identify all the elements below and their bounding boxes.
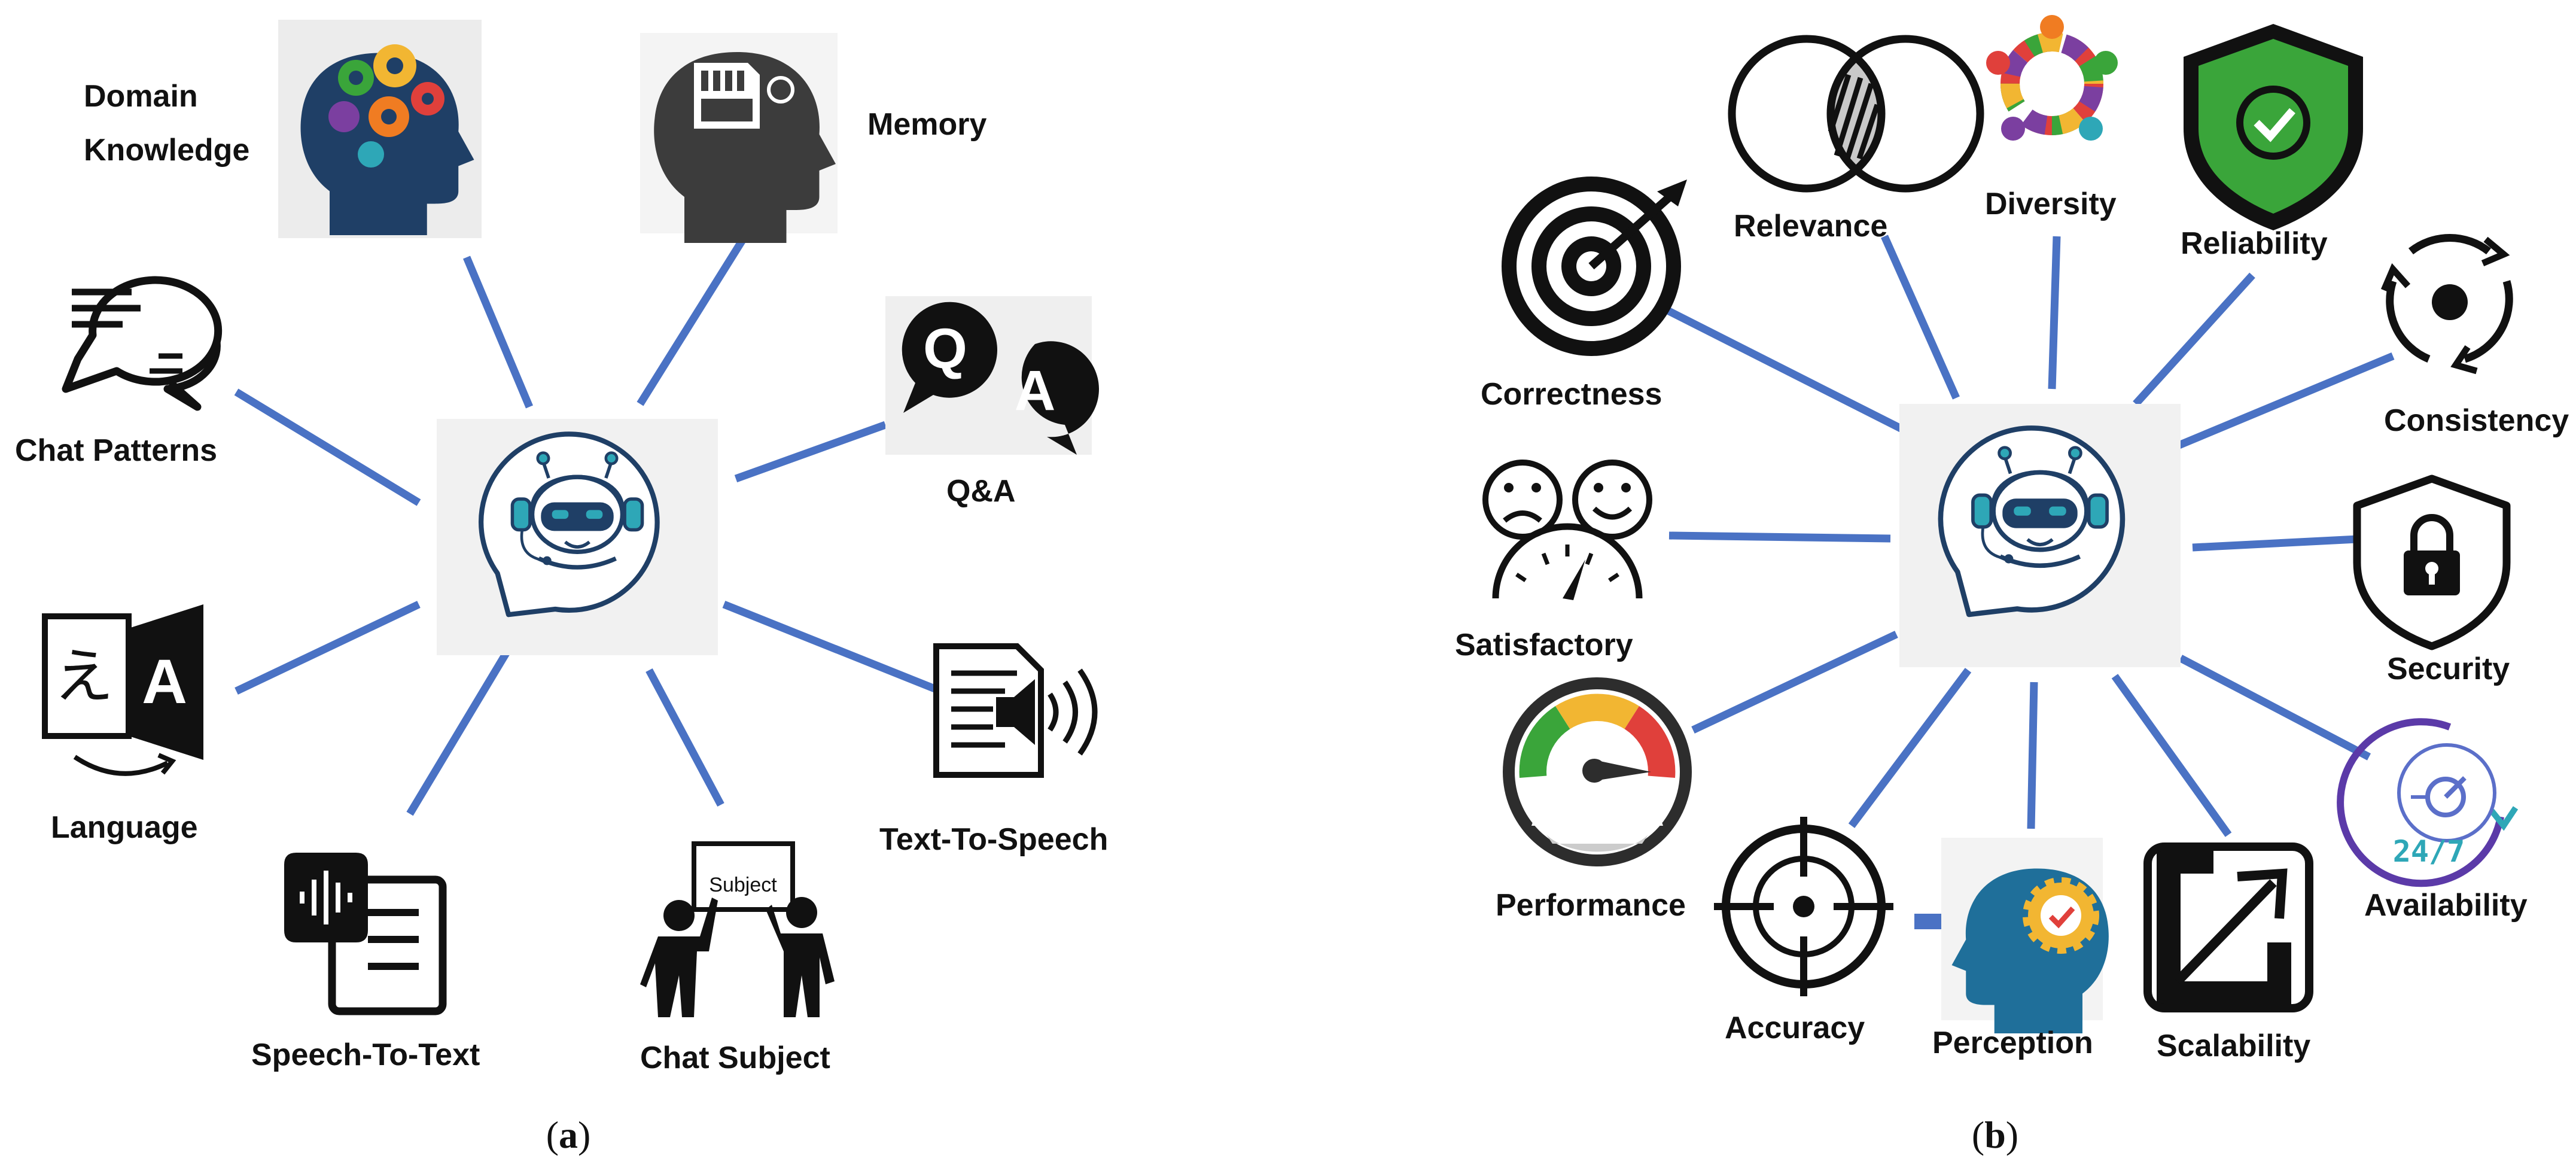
center-chatbot xyxy=(437,419,718,655)
text-to-speech-icon xyxy=(933,643,1098,778)
svg-text:A: A xyxy=(1015,359,1056,422)
label-text-to-speech: Text-To-Speech xyxy=(879,822,1108,857)
center-chatbot-b xyxy=(1899,404,2181,667)
chat-bubbles-icon xyxy=(62,276,223,411)
label-accuracy: Accuracy xyxy=(1725,1011,1865,1045)
label-performance: Performance xyxy=(1496,888,1686,923)
translate-icon: え A xyxy=(42,604,203,776)
shield-lock-icon xyxy=(2353,475,2511,650)
node-performance: Performance xyxy=(1496,677,1692,923)
svg-text:A: A xyxy=(142,647,187,717)
shield-check-icon xyxy=(2184,24,2363,230)
node-memory: Memory xyxy=(640,33,986,243)
node-relevance: Relevance xyxy=(1728,35,1984,244)
node-speech-to-text: Speech-To-Text xyxy=(251,853,480,1072)
label-reliability: Reliability xyxy=(2181,226,2328,261)
cycle-arrows-icon xyxy=(2380,234,2513,375)
chatbot-icon xyxy=(481,434,657,615)
crosshair-icon xyxy=(1714,817,1893,996)
label-perception: Perception xyxy=(1932,1026,2093,1060)
head-gear-icon xyxy=(1951,868,2109,1033)
faces-gauge-icon xyxy=(1482,460,1652,600)
node-text-to-speech: Text-To-Speech xyxy=(879,643,1108,857)
node-accuracy: Accuracy xyxy=(1714,817,1893,1045)
label-relevance: Relevance xyxy=(1734,209,1887,244)
label-diversity: Diversity xyxy=(1985,187,2117,221)
expand-arrow-icon xyxy=(2143,842,2313,1012)
node-diversity: Diversity xyxy=(1985,15,2118,221)
svg-text:え: え xyxy=(54,641,114,711)
node-domain-knowledge: Domain Knowledge xyxy=(84,20,482,238)
label-domain: Domain xyxy=(84,79,198,114)
presenters-board-icon: Subject xyxy=(640,841,835,1017)
panel-b: Relevance Diversity xyxy=(1455,15,2569,1156)
head-memory-card-icon xyxy=(654,52,836,243)
label-qa: Q&A xyxy=(946,474,1016,509)
node-consistency: Consistency xyxy=(2380,234,2569,438)
svg-text:Q: Q xyxy=(923,317,967,381)
diversity-circle-icon xyxy=(1986,15,2118,141)
board-text: Subject xyxy=(709,874,777,896)
label-knowledge: Knowledge xyxy=(84,133,249,168)
label-scalability: Scalability xyxy=(2157,1029,2310,1063)
speedometer-icon xyxy=(1503,677,1692,866)
label-memory: Memory xyxy=(867,107,986,142)
chatbot-icon xyxy=(1941,428,2123,615)
speech-to-text-icon xyxy=(284,853,447,1015)
node-reliability: Reliability xyxy=(2181,24,2363,261)
label-language: Language xyxy=(51,810,198,845)
label-chat-patterns: Chat Patterns xyxy=(15,433,217,468)
badge-24-7: 24/7 xyxy=(2393,834,2465,869)
label-satisfactory: Satisfactory xyxy=(1455,628,1633,662)
panel-a: Domain Knowledge Memory xyxy=(15,20,1108,1156)
node-language: え A Language xyxy=(42,604,203,845)
label-availability: Availability xyxy=(2364,888,2528,923)
node-scalability: Scalability xyxy=(2143,842,2313,1063)
target-dart-icon xyxy=(1502,177,1687,356)
node-security: Security xyxy=(2353,475,2511,686)
node-chat-subject: Subject Chat Subject xyxy=(640,841,835,1075)
availability-24-7-icon: 24/7 xyxy=(2337,718,2519,887)
node-qa: Q A Q&A xyxy=(885,296,1099,509)
label-correctness: Correctness xyxy=(1481,377,1662,412)
node-availability: 24/7 Availability xyxy=(2337,718,2528,923)
node-perception: Perception xyxy=(1932,838,2109,1060)
node-correctness: Correctness xyxy=(1481,177,1687,412)
node-chat-patterns: Chat Patterns xyxy=(15,276,223,468)
label-speech-to-text: Speech-To-Text xyxy=(251,1038,480,1072)
caption-a: (a) xyxy=(546,1114,591,1156)
qa-bubbles-icon: Q A xyxy=(902,302,1099,455)
node-satisfactory: Satisfactory xyxy=(1455,460,1652,662)
label-security: Security xyxy=(2387,652,2510,686)
label-consistency: Consistency xyxy=(2384,403,2569,438)
venn-icon xyxy=(1728,35,1984,193)
label-chat-subject: Chat Subject xyxy=(640,1041,830,1075)
brain-gears-icon xyxy=(300,44,474,236)
caption-b: (b) xyxy=(1972,1114,2018,1156)
